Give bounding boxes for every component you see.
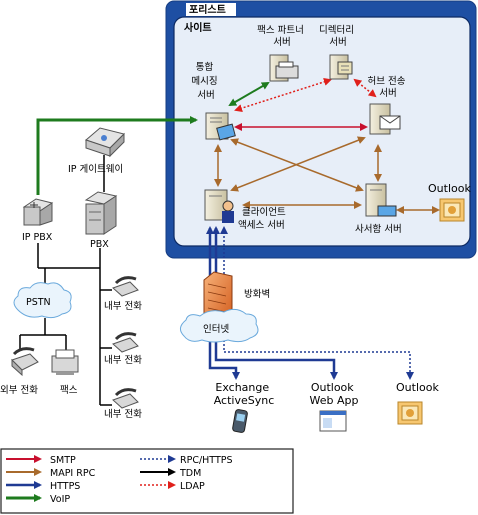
pstn-cloud-icon bbox=[13, 282, 72, 319]
internal-phone-2-icon bbox=[112, 332, 139, 353]
forest-title-bg bbox=[186, 3, 236, 16]
voip-line-ippbx-um bbox=[36, 116, 198, 195]
outlook-right-label: Outlook bbox=[428, 182, 471, 195]
mapi-line-cas-hub bbox=[230, 136, 366, 192]
mailbox-server-icon bbox=[365, 183, 397, 217]
ip-pbx-label: IP PBX bbox=[22, 232, 53, 243]
client-access-label: 클라이언트 액세스 서버 bbox=[238, 206, 289, 231]
external-phone-label: 외부 전화 bbox=[0, 384, 38, 396]
legend-label-voip: VoIP bbox=[50, 494, 70, 505]
site-title: 사이트 bbox=[184, 21, 212, 34]
legend-label-https: HTTPS bbox=[50, 481, 80, 492]
fax-partner-server-icon bbox=[269, 54, 299, 82]
mailbox-label: 사서함 서버 bbox=[355, 224, 402, 235]
ip-gateway-icon bbox=[85, 127, 125, 158]
firewall-label: 방화벽 bbox=[244, 289, 270, 300]
ldap-line-um-dir bbox=[234, 78, 332, 112]
legend-label-mapi: MAPI RPC bbox=[50, 468, 96, 479]
pstn-label: PSTN bbox=[26, 297, 51, 308]
internal-phone-3-icon bbox=[112, 388, 139, 409]
legend-label-tdm: TDM bbox=[179, 468, 201, 479]
external-phone-icon bbox=[11, 347, 39, 377]
ip-gateway-label: IP 게이트웨이 bbox=[68, 163, 123, 175]
directory-label: 디렉터리 서버 bbox=[319, 25, 357, 48]
legend: SMTP MAPI RPC HTTPS VoIP RPC/HTTPS TDM L… bbox=[0, 448, 294, 514]
fax-icon bbox=[51, 349, 79, 375]
outlook-right-icon bbox=[439, 198, 465, 222]
internal-phone-3-label: 내부 전화 bbox=[104, 409, 142, 420]
hub-transport-server-icon bbox=[369, 103, 401, 135]
outlook-bottom-icon bbox=[397, 401, 423, 425]
forest-title-text: 포리스트 bbox=[189, 3, 226, 16]
internal-phone-1-label: 내부 전화 bbox=[104, 301, 142, 312]
legend-label-smtp: SMTP bbox=[50, 455, 76, 466]
exchange-activesync-label: Exchange ActiveSync bbox=[214, 381, 275, 407]
ip-pbx-icon bbox=[22, 198, 54, 226]
internal-phone-1-icon bbox=[112, 276, 139, 297]
fax-partner-label: 팩스 파트너 서버 bbox=[257, 25, 307, 48]
unified-messaging-server-icon bbox=[205, 112, 236, 141]
internet-label: 인터넷 bbox=[203, 324, 229, 335]
legend-label-rpchttps: RPC/HTTPS bbox=[180, 455, 233, 466]
pbx-label: PBX bbox=[90, 239, 109, 250]
client-access-server-icon bbox=[204, 189, 234, 223]
outlook-bottom-label: Outlook bbox=[396, 381, 439, 394]
fax-label: 팩스 bbox=[60, 385, 78, 396]
mobile-device-icon bbox=[232, 409, 248, 433]
outlook-web-app-label: Outlook Web App bbox=[310, 381, 359, 407]
ldap-line-dir-hub bbox=[353, 78, 377, 98]
hub-transport-label: 허브 전송 서버 bbox=[367, 76, 408, 99]
pbx-icon bbox=[84, 191, 118, 235]
um-label: 통합 메시징 서버 bbox=[191, 62, 220, 101]
web-browser-icon bbox=[319, 410, 347, 432]
internet-cloud-icon bbox=[180, 308, 259, 343]
legend-label-ldap: LDAP bbox=[180, 481, 205, 492]
directory-server-icon bbox=[329, 54, 353, 80]
internal-phone-2-label: 내부 전화 bbox=[104, 355, 142, 366]
